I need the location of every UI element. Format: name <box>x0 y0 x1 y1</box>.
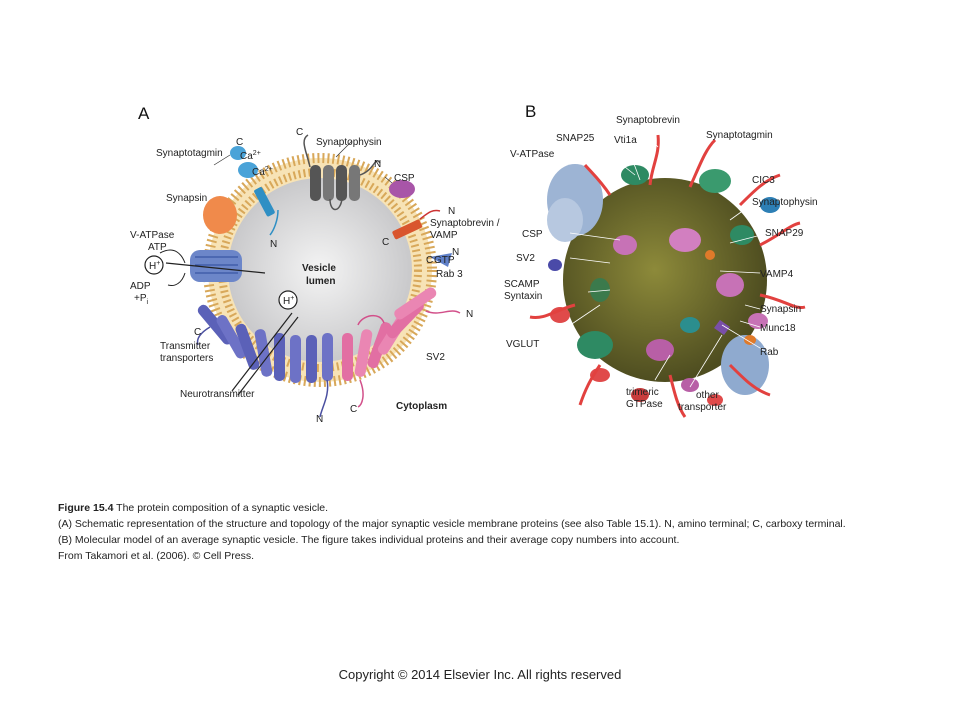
proton-pump-arrow <box>165 262 266 274</box>
label-c-synaptophysin: C <box>296 127 303 138</box>
synaptobrevin-protein <box>392 209 441 240</box>
atp-arrow <box>159 249 186 264</box>
label-synaptophysin-b: Synaptophysin <box>752 197 818 208</box>
panel-b-leader-lines <box>547 126 766 388</box>
sv2-protein <box>342 287 461 408</box>
label-syntaxin: Syntaxin <box>504 291 542 302</box>
rab3-protein <box>430 253 452 267</box>
label-ca-2: Ca2+ <box>252 166 273 178</box>
label-lumen: lumen <box>306 276 335 287</box>
label-other-2: transporter <box>678 402 727 413</box>
label-vatpase-b: V-ATPase <box>510 149 555 160</box>
label-c-synaptobrevin: C <box>382 237 389 248</box>
vesicle-surface-proteins <box>529 134 806 418</box>
label-adp: ADP <box>130 281 151 292</box>
adp-arrow <box>167 272 186 286</box>
label-c-transporter: C <box>194 327 201 338</box>
label-h-left: H+ <box>149 260 160 272</box>
label-n-small: N <box>270 239 277 250</box>
label-synapsin-b: Synapsin <box>760 304 801 315</box>
label-synaptophysin-a: Synaptophysin <box>316 137 382 148</box>
csp-protein <box>389 180 415 198</box>
panel-b: B <box>504 102 818 418</box>
caption-source: From Takamori et al. (2006). © Cell Pres… <box>58 550 255 562</box>
label-n-synaptobrevin: N <box>448 206 455 217</box>
label-snap25: SNAP25 <box>556 133 595 144</box>
synapsin-protein <box>203 196 237 234</box>
label-n-bottom: N <box>316 414 323 425</box>
label-neurotransmitter: Neurotransmitter <box>180 389 255 400</box>
panel-a-letter: A <box>138 104 150 123</box>
label-vglut: VGLUT <box>506 339 539 350</box>
label-n-synaptophysin: N <box>374 159 381 170</box>
label-pi: +Pi <box>134 293 149 306</box>
vatpase-protein <box>190 250 242 282</box>
label-atp: ATP <box>148 242 167 253</box>
label-rab: Rab <box>760 347 779 358</box>
proton-inner-circle <box>278 290 298 310</box>
label-vamp4: VAMP4 <box>760 269 794 280</box>
label-rab3: Rab 3 <box>436 269 463 280</box>
caption-body: (A) Schematic representation of the stru… <box>58 518 846 546</box>
panel-a: A <box>130 104 500 425</box>
caption-figure-number: Figure 15.4 <box>58 502 114 514</box>
label-cytoplasm: Cytoplasm <box>396 401 447 412</box>
label-gtp: GTP <box>434 255 455 266</box>
copyright-notice: Copyright © 2014 Elsevier Inc. All right… <box>338 667 622 682</box>
synaptotagmin-protein <box>230 146 279 236</box>
label-c-synaptotagmin: C <box>236 137 243 148</box>
caption-title: The protein composition of a synaptic ve… <box>113 502 329 514</box>
proton-left-circle <box>144 255 164 275</box>
neurotransmitter-arrow-out <box>237 316 299 396</box>
label-synaptobrevin-b: Synaptobrevin <box>616 115 680 126</box>
label-c-bottom: C <box>350 404 357 415</box>
label-cic3: CIC3 <box>752 175 775 186</box>
label-synaptotagmin-b: Synaptotagmin <box>706 130 773 141</box>
label-n-sv2: N <box>466 309 473 320</box>
label-h-inner: H+ <box>283 295 294 307</box>
label-vatpase-a: V-ATPase <box>130 230 175 241</box>
neurotransmitter-arrow-in <box>231 312 293 392</box>
label-ca-1: Ca2+ <box>240 150 261 162</box>
label-other-1: other <box>696 390 719 401</box>
label-synaptotagmin-a: Synaptotagmin <box>156 148 223 159</box>
label-transmitter-2: transporters <box>160 353 213 364</box>
vesicle-lumen <box>228 178 412 362</box>
figure-caption: Figure 15.4 The protein composition of a… <box>58 500 858 564</box>
label-csp-b: CSP <box>522 229 543 240</box>
label-transmitter-1: Transmitter <box>160 341 211 352</box>
label-sv2-b: SV2 <box>516 253 535 264</box>
synaptic-vesicle-figure: A <box>130 102 818 425</box>
label-trimeric-2: GTPase <box>626 399 663 410</box>
label-vesicle: Vesicle <box>302 263 336 274</box>
panel-b-letter: B <box>525 102 536 121</box>
label-n-rab3: N <box>452 247 459 258</box>
label-synaptobrevin-1: Synaptobrevin / <box>430 218 500 229</box>
label-synapsin-a: Synapsin <box>166 193 207 204</box>
vesicle-model-core <box>563 178 767 382</box>
label-csp-a: CSP <box>394 173 415 184</box>
caption-title-line: Figure 15.4 The protein composition of a… <box>58 500 858 516</box>
label-munc18: Munc18 <box>760 323 796 334</box>
label-synaptobrevin-2: VAMP <box>430 230 458 241</box>
synaptophysin-protein <box>303 134 381 211</box>
label-sv2-a: SV2 <box>426 352 445 363</box>
label-scamp: SCAMP <box>504 279 540 290</box>
transmitter-transporter-protein <box>196 304 333 418</box>
label-c-rab3: C <box>426 255 433 266</box>
label-vti1a: Vti1a <box>614 135 637 146</box>
label-trimeric-1: trimeric <box>626 387 659 398</box>
label-snap29: SNAP29 <box>765 228 804 239</box>
